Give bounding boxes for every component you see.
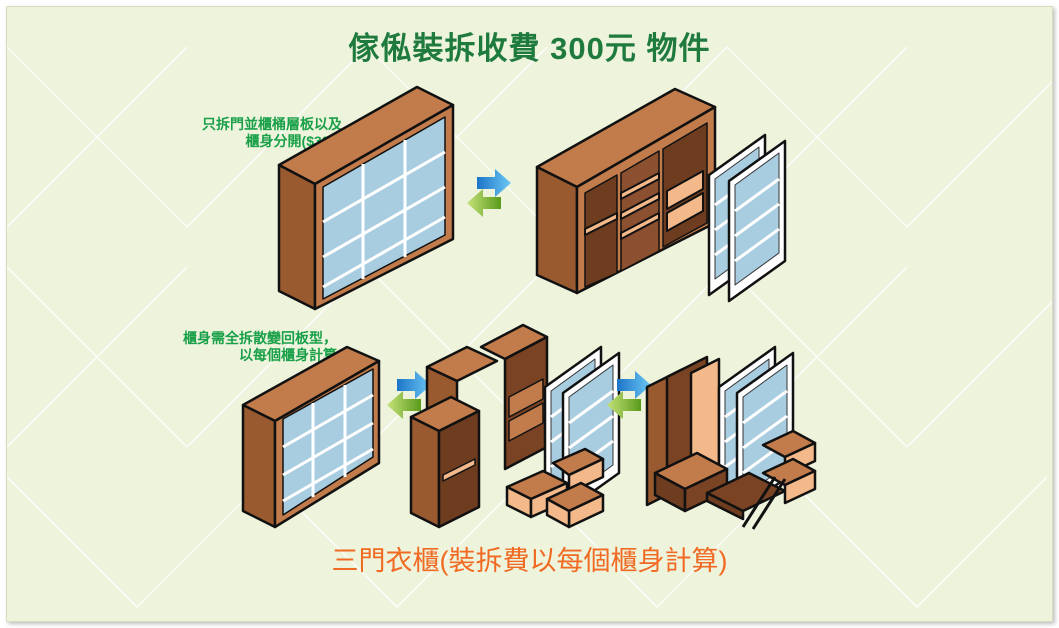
note-line: 只拆門並櫃桶層板以及 xyxy=(202,116,342,132)
note-line: 櫃身需全拆散變回板型， xyxy=(183,330,337,346)
note-full-disassembly: 櫃身需全拆散變回板型， 以每個櫃身計算 xyxy=(147,330,337,364)
wardrobe-flat-pack xyxy=(645,345,817,530)
wardrobe-illustration xyxy=(241,85,817,530)
note-line: 以每個櫃身計算 xyxy=(239,347,337,363)
wardrobe-separated-carcasses xyxy=(409,323,621,529)
wardrobe-assembled-bottom xyxy=(241,345,381,529)
wardrobe-assembled-top xyxy=(277,85,455,311)
page-title: 傢俬裝拆收費 300元 物件 xyxy=(348,31,711,66)
wardrobe-opened-top xyxy=(535,87,787,303)
footer-caption: 三門衣櫃(裝拆費以每個櫃身計算) xyxy=(331,546,728,576)
arrows-icon xyxy=(467,169,511,217)
infographic-panel: 傢俬裝拆收費 300元 物件 只拆門並櫃桶層板以及 櫃身分開($300) 櫃身需… xyxy=(6,6,1053,622)
